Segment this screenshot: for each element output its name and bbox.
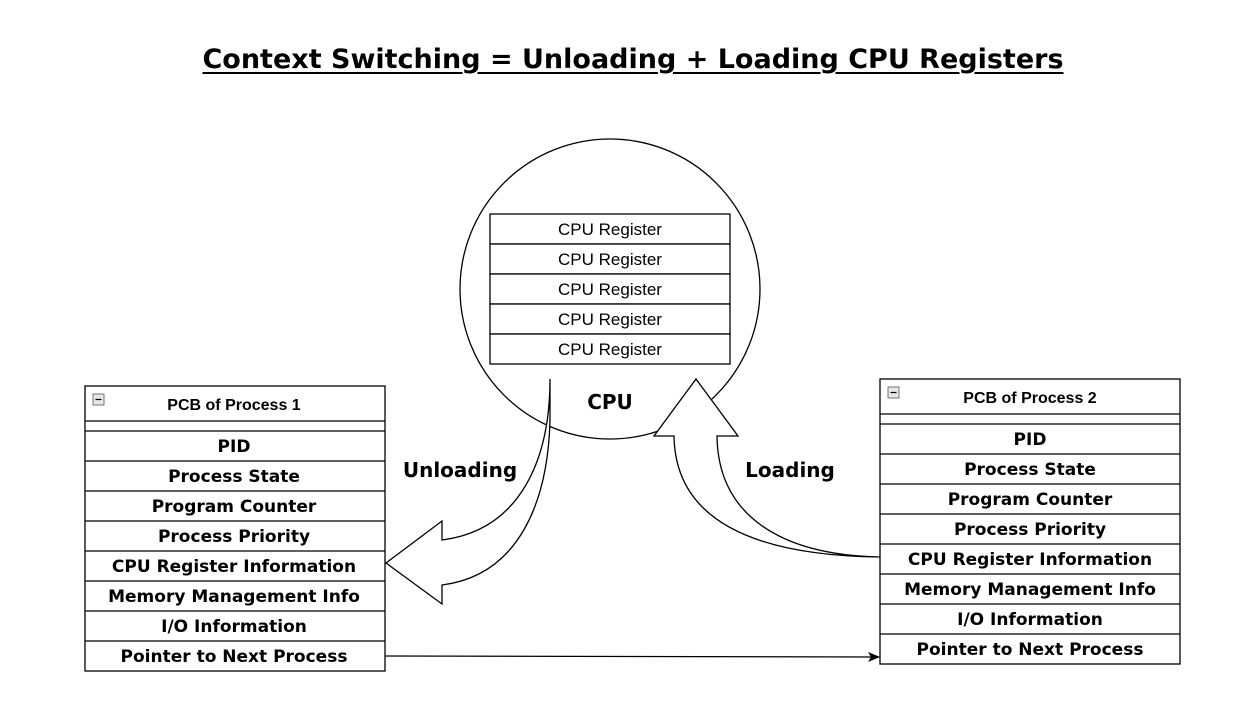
cpu-register-label: CPU Register (558, 340, 662, 359)
cpu-register-label: CPU Register (558, 220, 662, 239)
pcb2-row: Process State (964, 460, 1096, 480)
cpu-register-label: CPU Register (558, 280, 662, 299)
pcb1-row: Pointer to Next Process (121, 647, 348, 667)
pcb1-header: PCB of Process 1 (167, 397, 300, 414)
pcb-process-1: PCB of Process 1 PID Process State Progr… (84, 385, 386, 672)
pcb1-row: Memory Management Info (108, 587, 360, 607)
cpu-register-label: CPU Register (558, 250, 662, 269)
diagram-title: Context Switching = Unloading + Loading … (202, 44, 1064, 75)
unloading-arrow (384, 378, 551, 606)
pcb2-row: Process Priority (954, 520, 1106, 540)
cpu-register-stack: CPU Register CPU Register CPU Register C… (489, 213, 731, 365)
pcb2-row: Memory Management Info (904, 580, 1156, 600)
cpu-register-cell (489, 333, 731, 365)
cpu-register-label: CPU Register (558, 310, 662, 329)
pcb1-row: I/O Information (161, 617, 307, 637)
cpu-label: CPU (587, 390, 633, 414)
next-process-pointer-arrow (384, 651, 880, 662)
pcb2-row: Program Counter (948, 490, 1113, 510)
pcb1-row: Process State (168, 467, 300, 487)
pcb1-row: Program Counter (152, 497, 317, 517)
pcb2-header: PCB of Process 2 (963, 390, 1096, 407)
pcb1-row: PID (218, 437, 251, 457)
loading-arrow (652, 377, 881, 558)
unloading-label: Unloading (403, 458, 517, 482)
cpu-register-cell (489, 273, 731, 305)
pcb1-row: CPU Register Information (112, 557, 356, 577)
pcb2-row: PID (1014, 430, 1047, 450)
pcb2-row: Pointer to Next Process (917, 640, 1144, 660)
cpu-register-cell (489, 243, 731, 275)
pcb-process-2: PCB of Process 2 PID Process State Progr… (879, 378, 1181, 665)
pcb2-row: I/O Information (957, 610, 1103, 630)
pcb2-row: CPU Register Information (908, 550, 1152, 570)
pcb1-row: Process Priority (158, 527, 310, 547)
loading-label: Loading (745, 458, 835, 482)
